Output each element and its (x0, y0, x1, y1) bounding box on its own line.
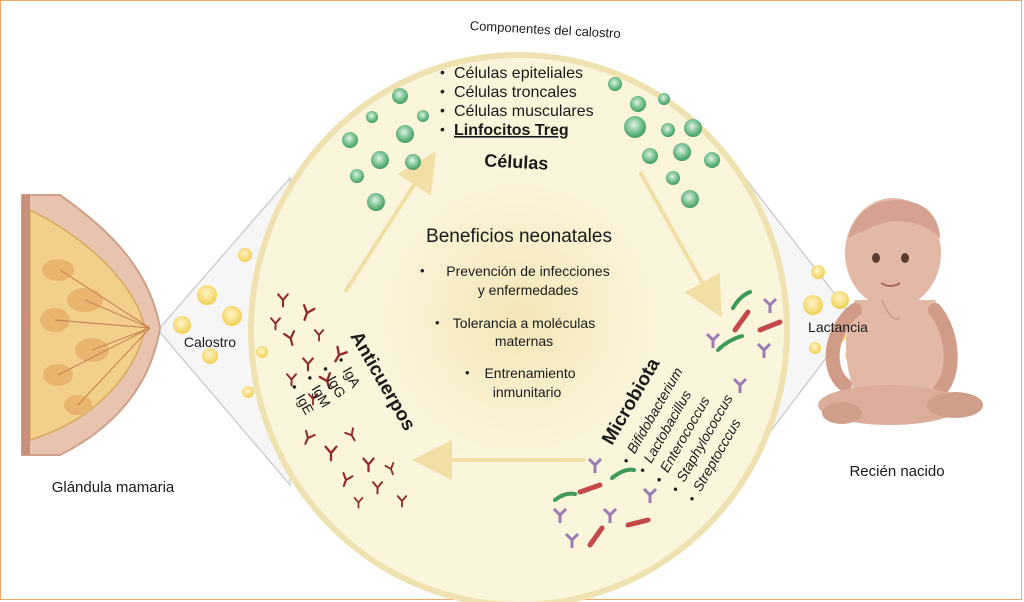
benefit-bullet: • (420, 263, 425, 278)
mammary-gland-illustration (21, 194, 162, 456)
microbiota-bullet: • (668, 483, 683, 495)
benefits-list: • Prevención de infecciones y enfermedad… (420, 263, 610, 400)
newborn-label: Recién nacido (849, 463, 944, 480)
cells-list: • Células epiteliales • Células troncale… (440, 64, 594, 139)
arc-title: Componentes del calostro (469, 18, 621, 41)
cells-bullet: • (440, 121, 445, 137)
cells-item-treg: Linfocitos Treg (454, 122, 569, 139)
newborn-illustration (818, 198, 983, 425)
benefit-line: Entrenamiento (484, 365, 575, 381)
microbiota-bullet: • (618, 455, 633, 467)
cells-illustration (342, 77, 720, 211)
cells-bullet: • (440, 64, 445, 80)
cells-item: Células troncales (454, 84, 577, 101)
cells-bullet: • (440, 83, 445, 99)
antibody-bullet: • (334, 354, 349, 366)
microbiota-bullet: • (651, 474, 666, 486)
benefit-line: inmunitario (493, 384, 562, 400)
arrow-antibodies-to-cells (343, 151, 436, 294)
benefit-bullet: • (435, 315, 440, 330)
cells-bullet: • (440, 102, 445, 118)
cells-item: Células epiteliales (454, 65, 583, 82)
lactancia-label: Lactancia (808, 319, 868, 335)
gland-label: Glándula mamaria (52, 479, 175, 496)
calostro-label: Calostro (184, 334, 236, 350)
benefit-line: y enfermedades (478, 282, 578, 298)
microbiota-bullet: • (635, 464, 650, 476)
cells-title: Células (484, 150, 549, 173)
microbiota-bullet: • (684, 493, 699, 505)
benefit-line: Prevención de infecciones (446, 263, 609, 279)
antibody-bullet: • (302, 372, 317, 384)
benefit-line: maternas (495, 333, 553, 349)
benefit-bullet: • (465, 365, 470, 380)
antibody-bullet: • (287, 381, 302, 393)
arrow-cells-to-microbiota (638, 171, 722, 318)
antibody-bullet: • (318, 363, 333, 375)
inner-glow (369, 168, 669, 468)
benefit-line: Tolerancia a moléculas (453, 315, 595, 331)
microbiota-illustration (552, 290, 783, 548)
center-title: Beneficios neonatales (426, 226, 612, 247)
cells-item: Células musculares (454, 103, 594, 120)
